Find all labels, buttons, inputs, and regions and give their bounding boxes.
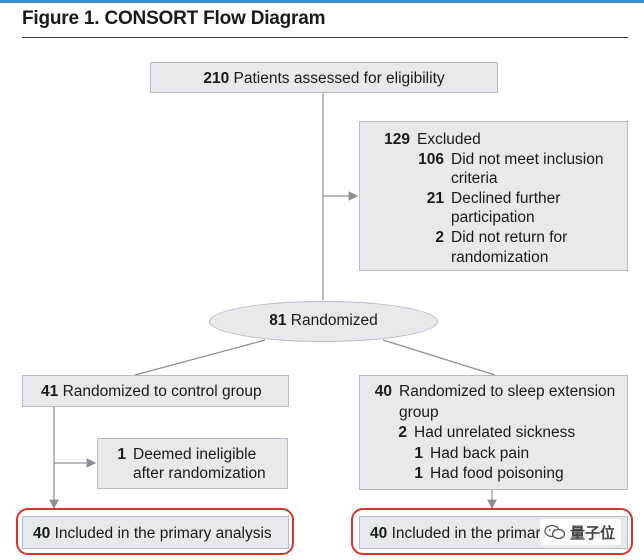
reason-count: 21	[426, 189, 444, 207]
control-included-count: 40	[33, 525, 51, 542]
control-label: Randomized to control group	[62, 383, 262, 400]
excluded-reason: 21 Declined further participation	[380, 189, 627, 228]
control-count: 41	[41, 383, 59, 400]
title-divider	[22, 37, 628, 38]
ineligible-box: 1 Deemed ineligible after randomization	[97, 438, 288, 489]
ineligible-row: 1 Deemed ineligible after randomization	[112, 445, 287, 483]
randomized-count: 81	[269, 312, 287, 329]
reason-line1: Declined further	[451, 189, 561, 207]
watermark-text: 量子位	[570, 523, 616, 542]
sleep-included-count: 40	[370, 525, 388, 542]
randomized-ellipse: 81 Randomized	[209, 301, 438, 342]
sickness-detail-count: 1	[414, 465, 423, 482]
sickness-detail: 1 Had back pain	[374, 444, 627, 465]
excluded-count: 129	[384, 131, 410, 148]
assessed-box: 210 Patients assessed for eligibility	[150, 62, 498, 93]
reason-line1: Did not meet inclusion	[451, 150, 604, 168]
sickness-label: Had unrelated sickness	[414, 424, 576, 441]
figure-title: Figure 1. CONSORT Flow Diagram	[22, 8, 326, 29]
sickness-detail-label: Had food poisoning	[430, 465, 564, 482]
excluded-label: Excluded	[417, 131, 481, 148]
randomized-label: Randomized	[290, 312, 378, 329]
connector-to-control	[134, 339, 266, 376]
sleep-line2: group	[399, 403, 439, 421]
control-included-box: 40 Included in the primary analysis	[22, 516, 289, 549]
excluded-header: 129 Excluded	[380, 130, 627, 150]
reason-line1: Did not return for	[451, 228, 568, 246]
connector-to-sleep	[382, 339, 496, 376]
sleep-line1: Randomized to sleep extension	[399, 383, 616, 400]
ineligible-count: 1	[117, 446, 126, 463]
control-included-label: Included in the primary analysis	[54, 525, 272, 542]
sleep-included-highlight	[351, 508, 633, 555]
watermark: 量子位	[540, 519, 622, 545]
assessed-label: Patients assessed for eligibility	[233, 70, 445, 87]
sickness-detail-count: 1	[414, 444, 423, 462]
sleep-header: 40 Randomized to sleep extension group	[374, 382, 627, 423]
top-accent-rule	[0, 0, 644, 3]
sickness-row: 2 Had unrelated sickness	[374, 423, 627, 444]
sickness-detail-label: Had back pain	[430, 444, 530, 462]
excluded-box: 129 Excluded 106 Did not meet inclusion c…	[359, 121, 628, 271]
sickness-count: 2	[398, 424, 407, 441]
sickness-detail: 1 Had food poisoning	[374, 464, 627, 485]
sleep-count: 40	[374, 383, 392, 400]
reason-count: 106	[418, 150, 444, 168]
excluded-reason: 2 Did not return for randomization	[380, 228, 627, 267]
control-group-box: 41 Randomized to control group	[22, 375, 289, 407]
assessed-count: 210	[203, 70, 230, 87]
excluded-reason: 106 Did not meet inclusion criteria	[380, 150, 627, 189]
reason-line2: participation	[451, 209, 535, 227]
reason-line2: criteria	[451, 170, 498, 188]
reason-line2: randomization	[451, 248, 549, 266]
wechat-icon	[544, 524, 566, 540]
reason-count: 2	[435, 228, 444, 246]
sleep-group-box: 40 Randomized to sleep extension group 2 …	[359, 375, 628, 490]
control-included-highlight	[16, 508, 294, 555]
ineligible-line1: Deemed ineligible	[133, 446, 257, 463]
ineligible-line2: after randomization	[133, 465, 266, 482]
